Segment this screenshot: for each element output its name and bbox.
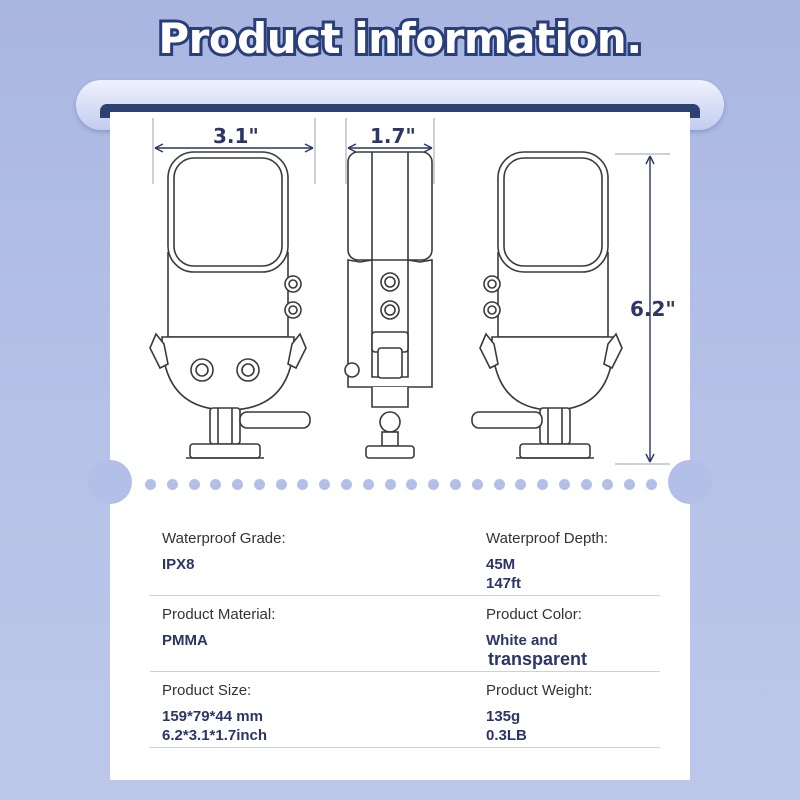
perforation-dot [406, 478, 418, 490]
perforation-dot [558, 478, 570, 490]
spec-label: Product Weight: [486, 682, 593, 699]
spec-product-color: Product Color: White and transparent [486, 606, 587, 669]
perforation-dot [275, 478, 287, 490]
dimension-depth-label: 1.7" [370, 124, 416, 148]
spec-value: White and [486, 632, 558, 649]
spec-product-material: Product Material: PMMA [162, 606, 275, 650]
spec-product-weight: Product Weight: 135g 0.3LB [486, 682, 592, 745]
spec-label: Waterproof Depth: [486, 530, 608, 547]
perforation-dot [624, 478, 636, 490]
spec-row: Product Material: PMMA Product Color: Wh… [150, 596, 660, 672]
perforation-dot [341, 478, 353, 490]
spec-row: Waterproof Grade: IPX8 Waterproof Depth:… [150, 520, 660, 596]
perforation-dot [449, 478, 461, 490]
spec-table: Waterproof Grade: IPX8 Waterproof Depth:… [150, 520, 660, 748]
perforation-dot [580, 478, 592, 490]
perforation-dot [515, 478, 527, 490]
perforation-dot [210, 478, 222, 490]
side-view-drawing [344, 151, 433, 459]
spec-value: PMMA [162, 632, 208, 649]
perforation-dot [645, 478, 657, 490]
spec-value: 0.3LB [486, 727, 527, 744]
perforation-dot [188, 478, 200, 490]
spec-value: 159*79*44 mm [162, 708, 263, 725]
spec-label: Product Material: [162, 606, 276, 623]
spec-row: Product Size: 159*79*44 mm 6.2*3.1*1.7in… [150, 672, 660, 748]
perforation-dot [428, 478, 440, 490]
spec-value: 135g [486, 708, 521, 725]
sheet-notch-right [668, 460, 712, 504]
spec-product-size: Product Size: 159*79*44 mm 6.2*3.1*1.7in… [162, 682, 267, 745]
perforation-dot [537, 478, 549, 490]
perforation-dot [232, 478, 244, 490]
perforation-dot [362, 478, 374, 490]
perforation-dot [297, 478, 309, 490]
perforation-dot [384, 478, 396, 490]
perforation-dot [145, 478, 156, 490]
spec-waterproof-grade: Waterproof Grade: IPX8 [162, 530, 286, 574]
dimension-depth-line [345, 118, 435, 184]
spec-waterproof-depth: Waterproof Depth: 45M 147ft [486, 530, 608, 593]
dimension-width-label: 3.1" [213, 124, 259, 148]
perforation-dot [253, 478, 265, 490]
spec-value: transparent [488, 649, 588, 669]
back-view-drawing [471, 151, 623, 459]
spec-label: Waterproof Grade: [162, 530, 286, 547]
perforation-dot [602, 478, 614, 490]
spec-value: 147ft [486, 575, 522, 592]
front-view-drawing [149, 151, 311, 459]
perforation-dot [319, 478, 331, 490]
dimension-height-line [615, 153, 670, 465]
spec-value: IPX8 [162, 556, 195, 573]
spec-value: 45M [486, 556, 516, 573]
dimension-width-line [152, 118, 316, 184]
sheet-notch-left [88, 460, 132, 504]
sheet-perforation [145, 477, 657, 491]
product-drawings: .ln { fill: none; stroke: #3a3a3a; strok… [149, 118, 670, 465]
spec-label: Product Color: [486, 606, 582, 623]
perforation-dot [471, 478, 483, 490]
dimension-height-label: 6.2" [630, 297, 676, 321]
perforation-dot [493, 478, 505, 490]
perforation-dot [166, 478, 178, 490]
spec-label: Product Size: [162, 682, 252, 699]
page-title: Product information. [155, 11, 645, 66]
spec-value: 6.2*3.1*1.7inch [162, 727, 268, 744]
